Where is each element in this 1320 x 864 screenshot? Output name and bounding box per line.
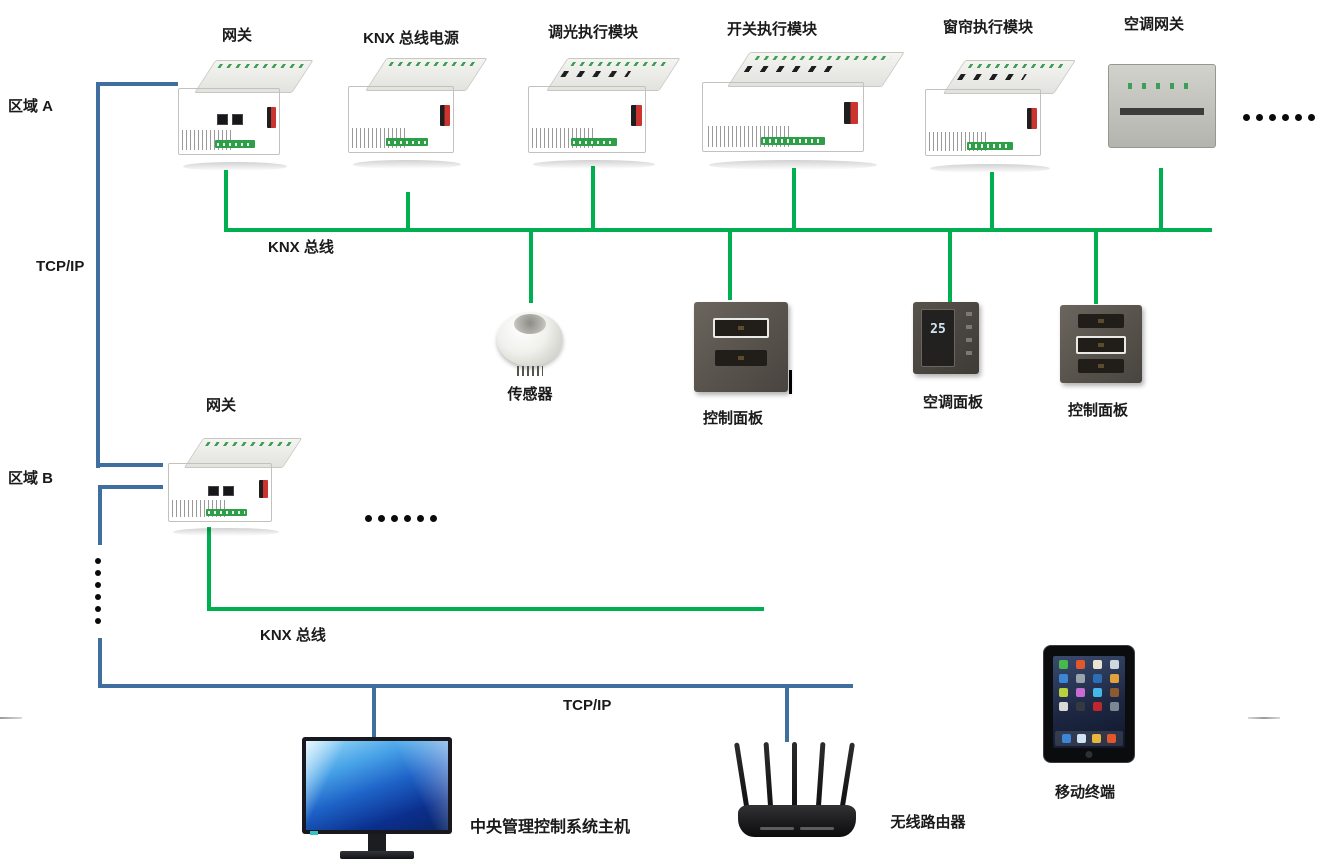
gateway-b-label: 网关 — [205, 397, 236, 414]
text-cursor-artifact — [789, 370, 792, 394]
tcpip-drop-router — [785, 688, 789, 742]
knx-drop-ac-gateway — [1159, 168, 1163, 228]
router-antenna — [734, 742, 749, 807]
knx-drop-knx-power — [406, 192, 410, 228]
panel-button — [715, 350, 767, 366]
knx-drop-curtain — [990, 172, 994, 228]
tcpip-branch-gateway-b-top — [96, 463, 163, 467]
led-indicators — [1128, 83, 1190, 90]
ethernet-ports — [207, 485, 235, 496]
knx-drop-switch — [792, 168, 796, 228]
knx-drop-gateway-a — [224, 170, 228, 228]
ac-gateway-label: 空调网关 — [1123, 16, 1184, 33]
ethernet-ports — [217, 113, 244, 126]
gateway-b-device — [168, 438, 303, 537]
page-border-artifact-left — [0, 717, 22, 719]
knx-power-device — [348, 58, 488, 170]
zone-b-label: 区域 B — [8, 470, 54, 487]
tcpip-trunk-below-zone-b — [98, 485, 102, 545]
switch-module-label: 开关执行模块 — [726, 21, 817, 38]
ac-panel-label: 空调面板 — [922, 394, 983, 411]
panel-button — [1078, 314, 1124, 328]
router-antenna — [763, 741, 773, 807]
knx-power-label: KNX 总线电源 — [363, 30, 459, 47]
router-antenna — [840, 742, 855, 807]
monitor-power-led — [310, 831, 318, 835]
monitor-bezel — [302, 737, 452, 834]
tcpip-trunk-lower — [98, 638, 102, 688]
knx-bus-b-vertical — [207, 527, 211, 611]
tablet-home-button — [1085, 751, 1093, 758]
central-host-label: 中央管理控制系统主机 — [470, 819, 631, 836]
tcpip-branch-gateway-b-bottom — [98, 485, 163, 489]
mobile-terminal-label: 移动终端 — [1054, 784, 1115, 801]
curtain-module-device — [925, 60, 1077, 174]
curtain-module-label: 窗帘执行模块 — [942, 19, 1033, 36]
knx-bus-lower-label: KNX 总线 — [260, 627, 326, 644]
knx-drop-control-panel-2 — [1094, 232, 1098, 304]
tcpip-left-label: TCP/IP — [36, 258, 85, 275]
control-panel-2-device — [1060, 305, 1142, 383]
page-border-artifact-right — [1248, 717, 1280, 719]
sensor-label: 传感器 — [507, 386, 553, 403]
switch-module-device — [702, 52, 906, 170]
tcpip-trunk-dotted-continuation — [95, 558, 101, 630]
ellipsis-dots-bus-a — [1243, 114, 1320, 121]
mobile-terminal-device — [1043, 645, 1135, 763]
tcpip-drop-central-host — [372, 688, 376, 740]
gateway-a-device — [178, 60, 314, 172]
wireless-router-label: 无线路由器 — [890, 814, 966, 831]
router-antenna — [792, 742, 797, 806]
monitor-screen — [306, 741, 448, 830]
tcpip-vertical-trunk — [96, 82, 100, 468]
tablet-screen — [1053, 656, 1125, 748]
knx-bus-top-label: KNX 总线 — [268, 239, 334, 256]
panel-button — [1078, 359, 1124, 373]
router-antenna — [816, 741, 826, 807]
knx-bus-b-horizontal — [207, 607, 764, 611]
dimmer-module-device — [528, 58, 681, 170]
tablet-app-icons — [1057, 660, 1121, 711]
zone-a-label: 区域 A — [8, 98, 54, 115]
knx-drop-control-panel-1 — [728, 232, 732, 300]
dimmer-module-label: 调光执行模块 — [547, 24, 638, 41]
gateway-a-label: 网关 — [221, 27, 252, 44]
ellipsis-dots-zone-b — [365, 515, 443, 522]
ac-panel-buttons — [966, 312, 972, 364]
tcpip-horizontal-bottom — [98, 684, 853, 688]
tcpip-branch-gateway-a — [96, 82, 178, 86]
knx-drop-sensor — [529, 232, 533, 303]
central-host-device — [302, 737, 452, 861]
wireless-router-device — [734, 741, 856, 837]
ac-panel-device: 25 — [913, 302, 979, 374]
control-panel-2-label: 控制面板 — [1067, 402, 1128, 419]
panel-button — [1076, 336, 1126, 354]
panel-button — [713, 318, 769, 338]
control-panel-1-device — [694, 302, 788, 392]
tcpip-bottom-label: TCP/IP — [563, 697, 612, 714]
sensor-lens — [514, 314, 546, 334]
ac-panel-display: 25 — [921, 309, 955, 367]
ac-panel-temperature: 25 — [930, 322, 946, 337]
knx-drop-dimmer — [591, 166, 595, 228]
control-panel-1-label: 控制面板 — [702, 410, 763, 427]
knx-drop-ac-panel — [948, 232, 952, 302]
ac-gateway-device — [1108, 64, 1216, 148]
knx-bus-a-horizontal — [224, 228, 1212, 232]
sensor-device — [497, 312, 563, 376]
tablet-dock — [1055, 731, 1123, 746]
